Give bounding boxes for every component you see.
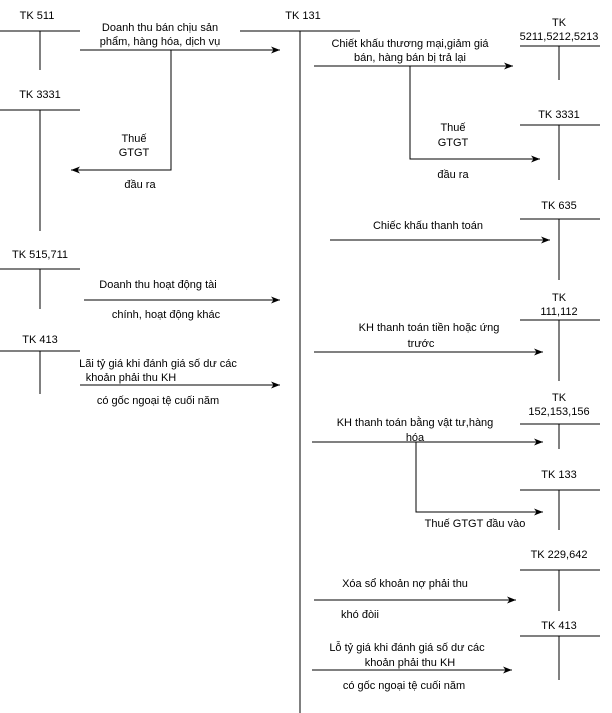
flow-sales-on-credit: Doanh thu bán chịu sản phẩm, hàng hóa, d… [80, 22, 280, 54]
t-account-3331-left: TK 3331 [0, 89, 80, 231]
label-fx-gain-1: Lãi tỷ giá khi đánh giá số dư các [79, 358, 237, 370]
flow-payment-discount: Chiếc khấu thanh toán [330, 220, 550, 244]
label-fx-loss-3: có gốc ngoại tệ cuối năm [343, 680, 465, 692]
t-account-635: TK 635 [520, 200, 600, 280]
label-trade-discount-1: Chiết khấu thương mại,giảm giá [331, 38, 489, 50]
label-fx-loss-2: khoản phải thu KH [365, 657, 456, 669]
label-goods-payment-1: KH thanh toán bằng vật tư,hàng [337, 416, 494, 429]
label-payment-discount: Chiếc khấu thanh toán [373, 220, 483, 232]
t-account-511: TK 511 [0, 10, 80, 70]
label-financial-income-1: Doanh thu hoạt động tài [99, 279, 216, 291]
account-label-133: TK 133 [541, 469, 576, 481]
flow-fx-loss: Lỗ tỷ giá khi đánh giá số dư các khoản p… [312, 641, 512, 692]
account-label-152-bottom: 152,153,156 [528, 406, 589, 418]
flow-fx-gain: Lãi tỷ giá khi đánh giá số dư các khoản … [79, 358, 280, 407]
label-fx-loss-1: Lỗ tỷ giá khi đánh giá số dư các [329, 641, 485, 654]
label-output-right: đầu ra [437, 169, 469, 181]
label-output-left: đầu ra [124, 179, 156, 191]
account-label-413-left: TK 413 [22, 334, 57, 346]
label-financial-income-2: chính, hoạt động khác [112, 309, 221, 321]
flow-vat-output-right: Thuế GTGT đầu ra [409, 66, 540, 181]
account-label-3331-right: TK 3331 [538, 109, 580, 121]
t-account-3331-right: TK 3331 [520, 109, 600, 180]
account-label-5211-bottom: 5211,5212,5213 [520, 31, 599, 43]
flow-vat-input: Thuế GTGT đầu vào [415, 442, 543, 530]
flow-goods-payment: KH thanh toán bằng vật tư,hàng hóa [312, 416, 543, 446]
label-fx-gain-2: khoản phải thu KH [86, 372, 177, 384]
flow-bad-debt: Xóa sổ khoản nợ phải thu khó đòii [314, 578, 516, 621]
t-account-152-153-156: TK 152,153,156 [520, 392, 600, 449]
label-trade-discount-2: bán, hàng bán bị trả lại [354, 52, 466, 64]
t-account-131: TK 131 [240, 10, 360, 713]
account-label-229-642: TK 229,642 [531, 549, 588, 561]
account-label-413-right: TK 413 [541, 620, 576, 632]
label-fx-gain-3: có gốc ngoại tệ cuối năm [97, 395, 219, 407]
account-label-511: TK 511 [20, 10, 55, 22]
account-label-111-bottom: 111,112 [540, 306, 577, 318]
t-account-515-711: TK 515,711 [0, 249, 80, 309]
t-account-413-right: TK 413 [520, 620, 600, 680]
label-goods-payment-2: hóa [406, 432, 425, 444]
t-account-133: TK 133 [520, 469, 600, 530]
t-account-111-112: TK 111,112 [520, 292, 600, 381]
label-sales-credit-2: phẩm, hàng hóa, dịch vụ [100, 36, 220, 48]
account-label-152-top: TK [552, 392, 567, 404]
label-vat-input: Thuế GTGT đầu vào [425, 518, 526, 530]
t-account-413-left: TK 413 [0, 334, 80, 394]
t-account-229-642: TK 229,642 [520, 549, 600, 611]
t-account-5211: TK 5211,5212,5213 [520, 17, 600, 80]
account-label-515-711: TK 515,711 [12, 249, 68, 261]
label-sales-credit-1: Doanh thu bán chịu sản [102, 22, 218, 34]
label-vat-left-2: GTGT [119, 147, 150, 159]
label-bad-debt-1: Xóa sổ khoản nợ phải thu [342, 578, 468, 590]
account-label-635: TK 635 [541, 200, 576, 212]
account-label-3331-left: TK 3331 [19, 89, 61, 101]
label-bad-debt-2: khó đòii [341, 609, 379, 621]
label-vat-left-1: Thuế [121, 133, 146, 145]
flow-trade-discount: Chiết khấu thương mại,giảm giá bán, hàng… [314, 38, 513, 70]
flow-cash-payment: KH thanh toán tiền hoặc ứng trước [314, 322, 543, 356]
account-label-5211-top: TK [552, 17, 567, 29]
flow-vat-output-left: Thuế GTGT đầu ra [71, 50, 172, 191]
label-vat-right-2: GTGT [438, 137, 469, 149]
label-vat-right-1: Thuế [440, 122, 465, 134]
account-label-111-top: TK [552, 292, 567, 304]
label-cash-payment-1: KH thanh toán tiền hoặc ứng [359, 322, 500, 334]
label-cash-payment-2: trước [408, 338, 435, 350]
flow-financial-income: Doanh thu hoạt động tài chính, hoạt động… [84, 279, 280, 321]
account-label-131: TK 131 [285, 10, 320, 22]
